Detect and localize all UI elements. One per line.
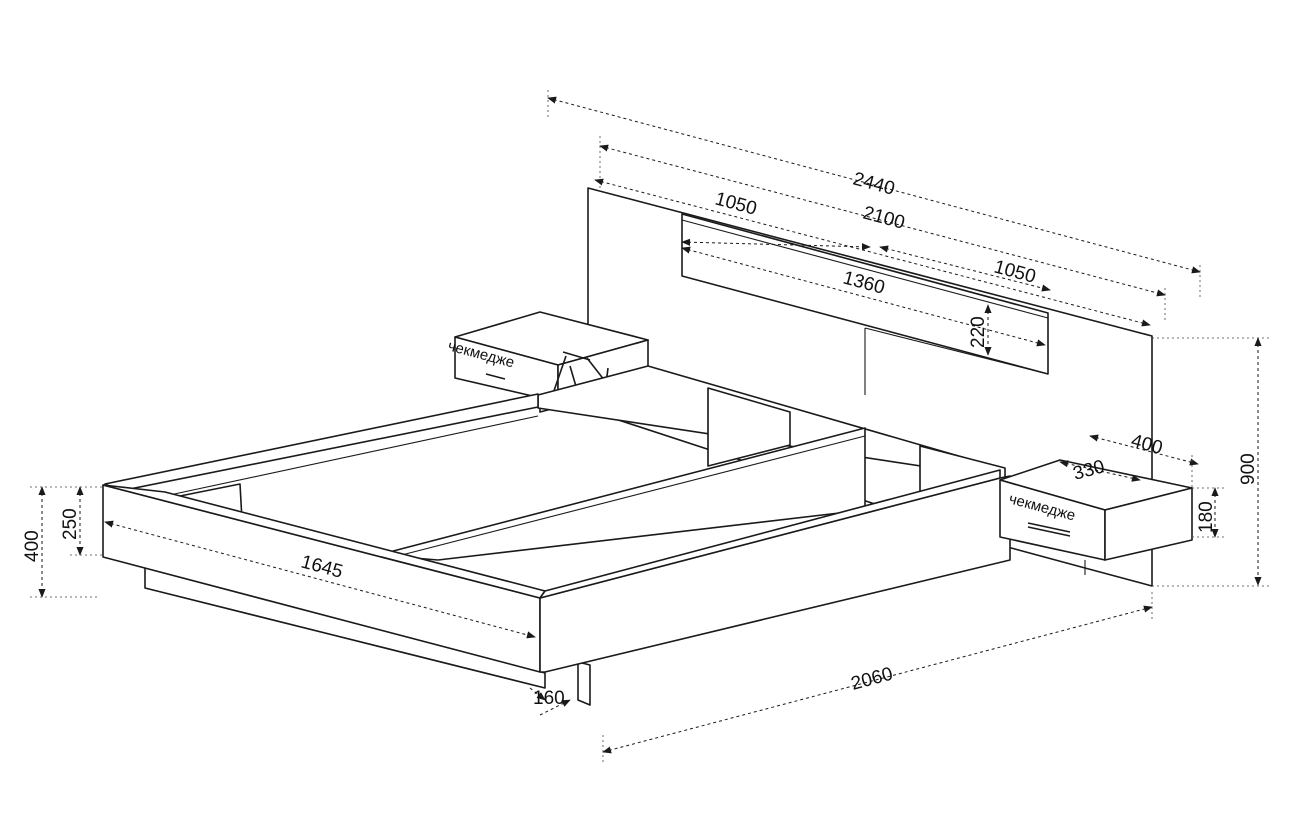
dim-2060: 2060 (849, 664, 895, 695)
dim-250: 250 (60, 508, 81, 540)
dim-900: 900 (1238, 453, 1259, 485)
dim-1050-left: 1050 (713, 189, 759, 220)
dim-1050-right: 1050 (992, 257, 1038, 288)
dim-2440: 2440 (851, 169, 897, 200)
bed-left-rail (104, 393, 539, 497)
dim-2100: 2100 (861, 203, 907, 234)
dim-180: 180 (1196, 501, 1217, 533)
dim-220: 220 (968, 316, 989, 348)
nightstand-right (999, 459, 1193, 561)
dimension-lines (30, 90, 1270, 765)
dim-160: 160 (533, 688, 565, 709)
dim-400-frame: 400 (22, 530, 43, 562)
